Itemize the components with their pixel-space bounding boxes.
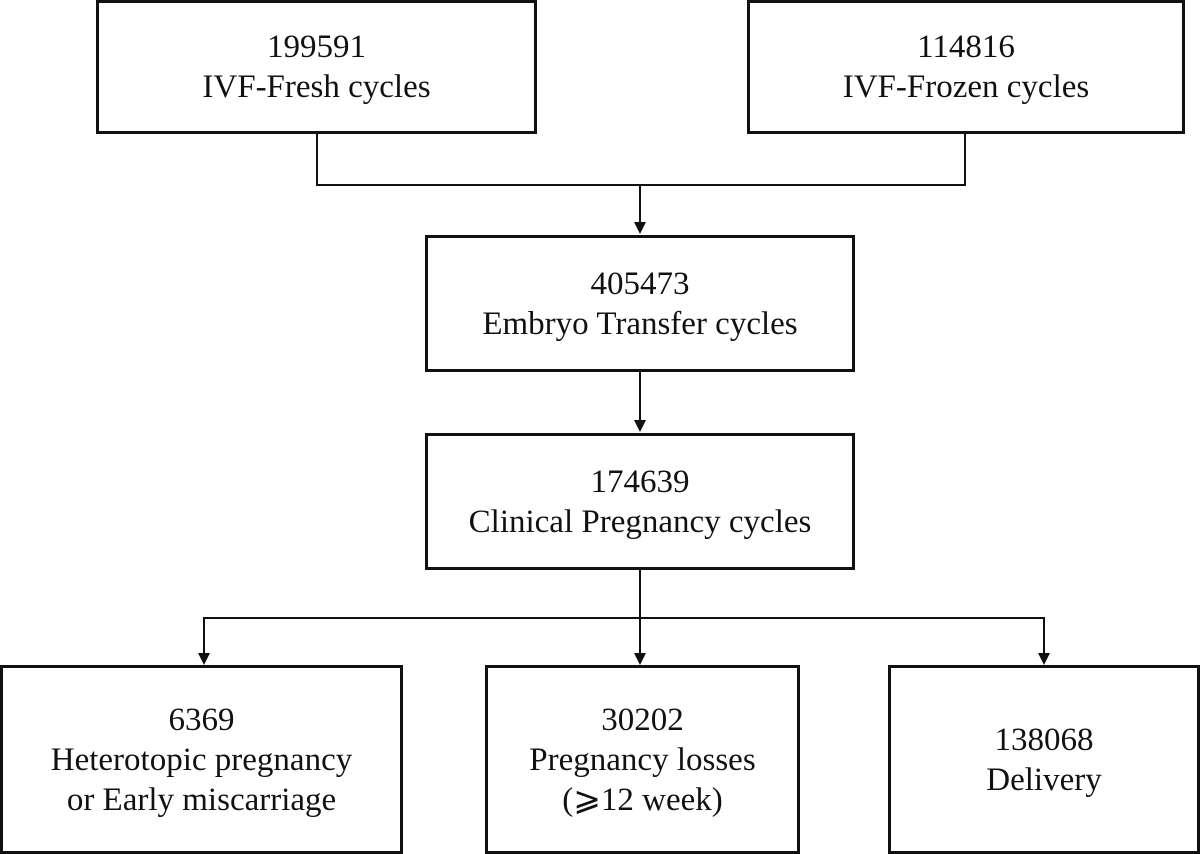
node-count: 6369 <box>168 701 235 738</box>
node-label: Heterotopic pregnancy <box>50 741 353 778</box>
node-count: 405473 <box>590 265 690 302</box>
node-label: Delivery <box>986 761 1102 798</box>
node-count: 138068 <box>994 721 1094 758</box>
node-label: Pregnancy losses <box>529 741 756 778</box>
node-heterotopic-or-early-miscarriage: 6369 Heterotopic pregnancy or Early misc… <box>0 665 403 854</box>
node-label: or Early miscarriage <box>66 781 337 818</box>
node-label: (⩾12 week) <box>562 781 723 818</box>
node-label: IVF-Frozen cycles <box>842 69 1090 105</box>
node-count: 199591 <box>267 29 366 65</box>
node-ivf-fresh-cycles: 199591 IVF-Fresh cycles <box>96 0 537 134</box>
node-embryo-transfer-cycles: 405473 Embryo Transfer cycles <box>425 235 855 372</box>
node-clinical-pregnancy-cycles: 174639 Clinical Pregnancy cycles <box>425 433 855 570</box>
node-count: 174639 <box>590 463 690 500</box>
node-delivery: 138068 Delivery <box>888 665 1200 854</box>
node-pregnancy-losses: 30202 Pregnancy losses (⩾12 week) <box>485 665 800 854</box>
node-label: Clinical Pregnancy cycles <box>468 503 812 540</box>
node-ivf-frozen-cycles: 114816 IVF-Frozen cycles <box>747 0 1185 134</box>
node-label: Embryo Transfer cycles <box>482 305 798 342</box>
node-count: 30202 <box>601 701 684 738</box>
node-label: IVF-Fresh cycles <box>202 69 431 105</box>
node-count: 114816 <box>917 29 1015 65</box>
